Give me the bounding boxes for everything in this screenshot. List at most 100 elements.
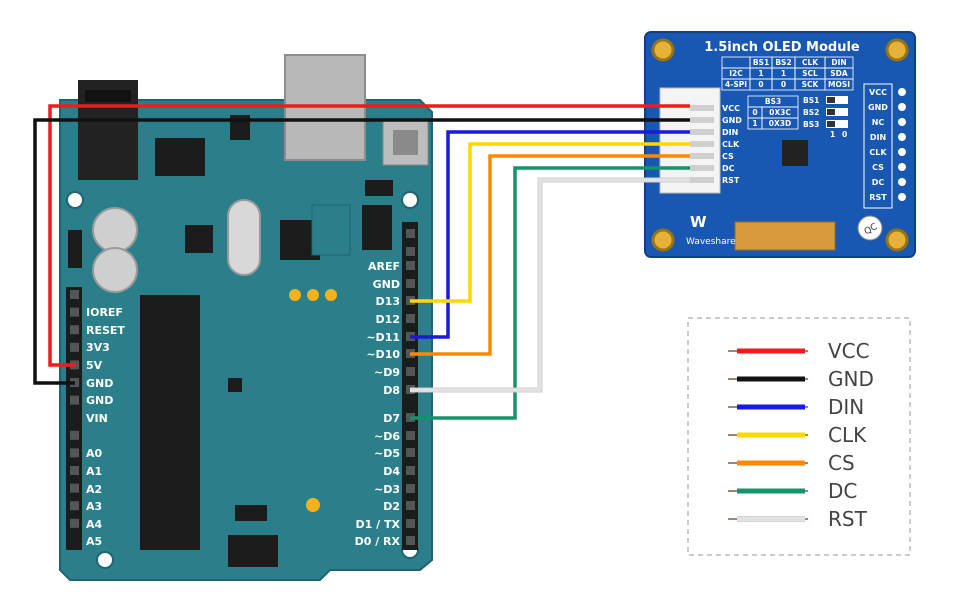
- module-title: 1.5inch OLED Module: [704, 40, 860, 55]
- switch: [826, 120, 848, 128]
- table-cell-text: BS2: [775, 58, 791, 67]
- arduino-pin-label: A4: [86, 518, 103, 531]
- module-right-pin: [898, 103, 906, 111]
- mount-hole: [66, 191, 84, 209]
- table-cell-text: DIN: [831, 58, 846, 67]
- arduino-pin-label: A2: [86, 483, 102, 496]
- right-header-pin: [406, 367, 415, 376]
- module-right-pin: [898, 193, 906, 201]
- right-header-pin: [406, 261, 415, 270]
- module-pin-label: DIN: [722, 128, 738, 137]
- switch: [826, 108, 848, 116]
- arduino-pin-label: D0 / RX: [355, 535, 401, 548]
- table-cell-text: 0: [758, 80, 763, 89]
- smd-part: [365, 180, 393, 196]
- switch-knob: [827, 109, 835, 115]
- switch-label: BS3: [803, 120, 819, 129]
- left-header-pin: [70, 342, 79, 352]
- module-pin-label: DC: [722, 164, 735, 173]
- table-cell-text: 1: [758, 69, 763, 78]
- module-hole: [651, 38, 675, 62]
- led: [289, 289, 301, 301]
- qc-stamp: [857, 215, 883, 241]
- switch-position-label: 1: [830, 130, 835, 139]
- wire-din: [410, 130, 690, 339]
- right-header-pin: [406, 279, 415, 288]
- arduino-pin-label: D1 / TX: [356, 518, 401, 531]
- arduino-pin-label: ~D10: [366, 348, 400, 361]
- module-right-pin-label: VCC: [869, 88, 887, 97]
- wires: [33, 104, 690, 420]
- switch-knob: [827, 121, 835, 127]
- module-pin: [690, 141, 714, 147]
- right-pin-box: [863, 83, 893, 209]
- module-pin: [690, 153, 714, 159]
- module-pin-label: GND: [722, 116, 742, 125]
- mount-hole: [96, 551, 114, 569]
- legend-label-rst: RST: [828, 507, 868, 531]
- legend-label-gnd: GND: [828, 367, 874, 391]
- table-cell-text: SDA: [830, 69, 848, 78]
- table-cell-text: BS1: [753, 58, 769, 67]
- left-header-pin: [70, 430, 79, 440]
- regulator: [185, 225, 213, 253]
- table-cell-text: I2C: [729, 69, 743, 78]
- right-header-pin: [406, 431, 415, 440]
- arduino-pin-label: ~D5: [374, 447, 400, 460]
- right-header-pin: [406, 448, 415, 457]
- led: [325, 289, 337, 301]
- smd-part: [68, 230, 82, 268]
- legend-label-clk: CLK: [828, 423, 867, 447]
- wire-vcc: [48, 104, 690, 367]
- module-right-pin-label: DIN: [870, 133, 886, 142]
- table-cell-text: SCK: [802, 80, 820, 89]
- arduino-pin-label: VIN: [86, 412, 108, 425]
- smd-part: [235, 505, 267, 521]
- module-right-pin-label: CS: [872, 163, 884, 172]
- module-right-pin: [898, 148, 906, 156]
- arduino-pin-label: A1: [86, 465, 102, 478]
- regulator-2: [155, 138, 205, 176]
- module-hole: [885, 38, 909, 62]
- led: [306, 498, 320, 512]
- arduino-pin-label: GND: [86, 377, 113, 390]
- capacitor: [92, 247, 138, 293]
- capacitor: [92, 207, 138, 253]
- right-header-pin: [406, 536, 415, 545]
- arduino-pin-label: RESET: [86, 324, 125, 337]
- wire-rst: [410, 178, 690, 392]
- table-cell-text: SCL: [802, 69, 818, 78]
- legend-label-dc: DC: [828, 479, 857, 503]
- arduino-pin-label: D4: [383, 465, 400, 478]
- arduino-pin-label: D7: [383, 412, 400, 425]
- arduino-pin-label: A5: [86, 535, 102, 548]
- module-right-pin-label: RST: [869, 193, 887, 202]
- left-header-pin: [70, 325, 79, 335]
- switch-knob: [827, 97, 835, 103]
- module-right-pin: [898, 178, 906, 186]
- legend-box: [687, 317, 911, 556]
- table-cell-text: 0: [781, 80, 786, 89]
- right-header-pin: [406, 314, 415, 323]
- table-cell-text: BS3: [765, 97, 781, 106]
- left-header-pin: [70, 466, 79, 475]
- mount-hole: [401, 191, 419, 209]
- right-header-pin: [406, 519, 415, 528]
- arduino-pin-label: 3V3: [86, 341, 110, 354]
- left-header-pin: [70, 501, 79, 511]
- arduino-pin-label: AREF: [368, 260, 400, 273]
- module-chip: [782, 140, 808, 166]
- module-right-pin: [898, 133, 906, 141]
- wire-dc: [410, 166, 690, 420]
- right-header-pin: [406, 501, 415, 510]
- legend-label-cs: CS: [828, 451, 855, 475]
- arduino-pin-label: IOREF: [86, 306, 123, 319]
- module-pin-label: RST: [722, 176, 740, 185]
- arduino-pin-label: A3: [86, 500, 102, 513]
- oled-module: 1.5inch OLED Module VCCGNDDINCLKCSDCRST …: [644, 31, 916, 258]
- arduino-pin-label: A0: [86, 447, 103, 460]
- flex-cable: [734, 221, 836, 251]
